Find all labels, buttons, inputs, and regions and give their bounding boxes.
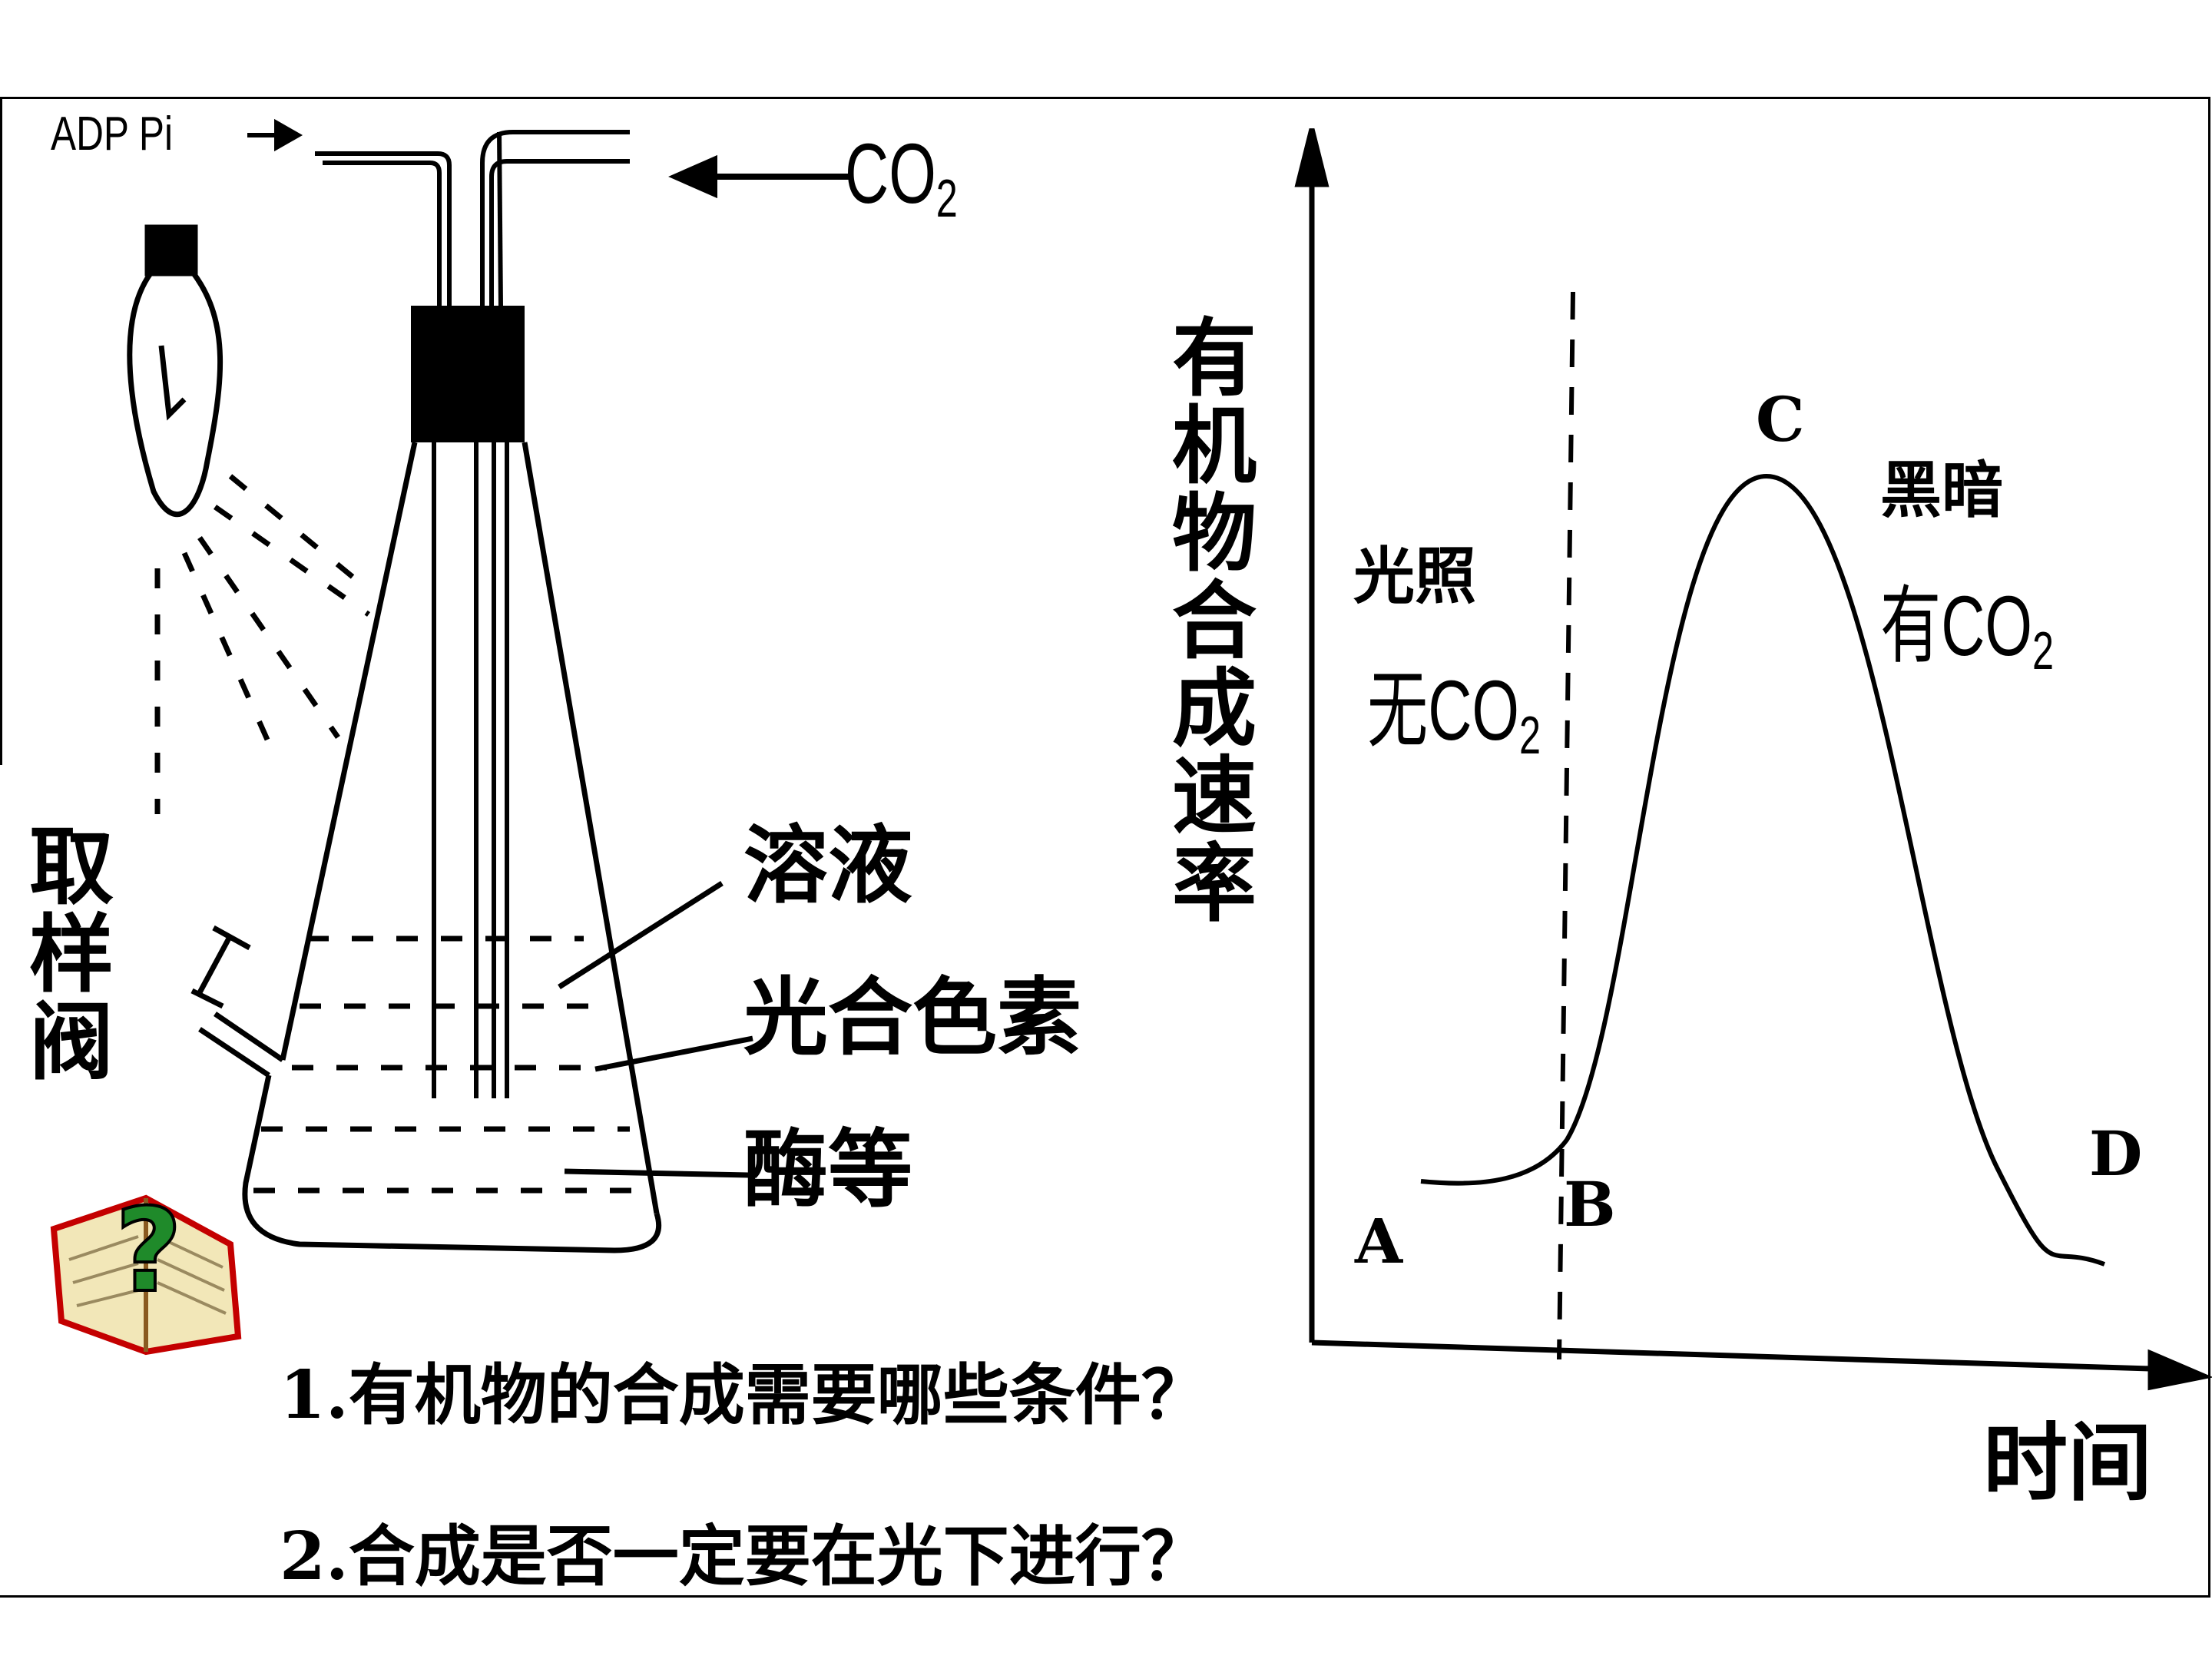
light-rays (154, 474, 371, 814)
flask-tubes (315, 130, 630, 308)
light-label: 光照 (1353, 540, 1476, 612)
light-co2-label: 无CO2 (1367, 661, 1541, 765)
sampling-valve (190, 925, 284, 1078)
chart-axes (1294, 128, 2212, 1391)
co2-input-label: CO2 (845, 127, 958, 228)
question-2: 2.合成是否一定要在光下进行？ (280, 1518, 1207, 1595)
point-c-label: C (1756, 383, 1805, 455)
question-1: 1.有机物的合成需要哪些条件？ (280, 1356, 1207, 1434)
dark-label: 黑暗 (1880, 454, 2003, 526)
chart-ylabel: 有机物合成速率 (1157, 313, 1257, 926)
slide-frame-left (0, 97, 2, 765)
co2-arrow (668, 154, 853, 199)
pointer-lines (558, 881, 753, 1178)
light-dark-boundary (1557, 291, 1575, 1360)
adp-arrow (247, 118, 303, 152)
chart-xlabel: 时间 (1983, 1413, 2152, 1512)
flask-stopper (411, 306, 525, 442)
slide-frame (0, 97, 2210, 1598)
point-a-label: A (1355, 1205, 1403, 1277)
adp-pi-label: ADP Pi (51, 108, 173, 161)
liquid-dashes (253, 935, 645, 1194)
pigments-label: 光合色素 (743, 968, 1081, 1067)
enzymes-label: 酶等 (743, 1120, 912, 1219)
sampling-valve-label: 取样阀 (15, 822, 114, 1084)
chart-curve (1420, 473, 2106, 1267)
lamp-icon (127, 224, 224, 518)
question-book-icon: ? (50, 1183, 242, 1356)
flask-body (242, 442, 662, 1253)
point-d-label: D (2089, 1118, 2143, 1190)
svg-text:?: ? (115, 1184, 182, 1318)
dark-co2-label: 有CO2 (1880, 577, 2055, 680)
inner-tubes (432, 442, 509, 1098)
point-b-label: B (1564, 1168, 1616, 1240)
solution-label: 溶液 (743, 816, 912, 915)
